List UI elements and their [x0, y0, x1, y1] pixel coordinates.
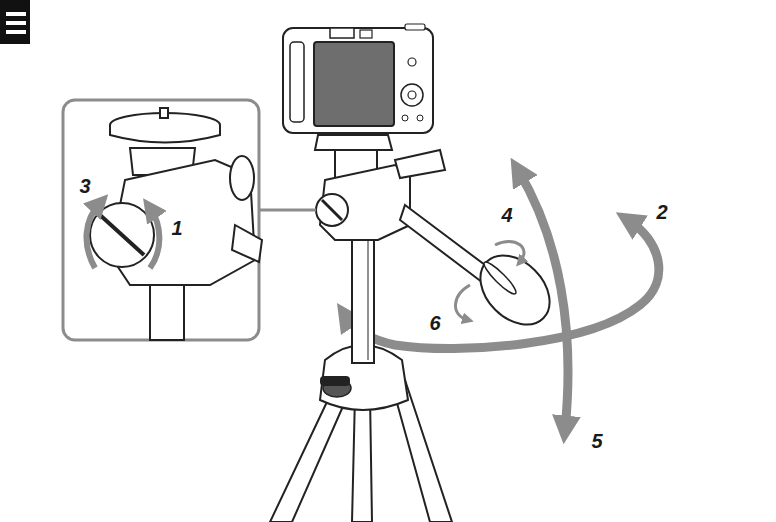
callout-number: 3 — [79, 176, 90, 196]
callout-number: 1 — [171, 218, 182, 238]
leader-line — [258, 209, 316, 212]
rotate-arrow — [455, 285, 470, 320]
section-icon — [0, 0, 30, 44]
rotate-arrow — [495, 241, 524, 262]
center-column — [352, 228, 374, 363]
pan-arrow — [345, 220, 659, 349]
callout-number: 4 — [501, 205, 512, 225]
callout-number: 6 — [429, 313, 440, 333]
callout-number: 5 — [591, 431, 602, 451]
tripod-head — [315, 135, 563, 338]
camera — [283, 24, 433, 133]
callout-number: 2 — [656, 202, 667, 222]
detail-inset — [63, 100, 262, 340]
